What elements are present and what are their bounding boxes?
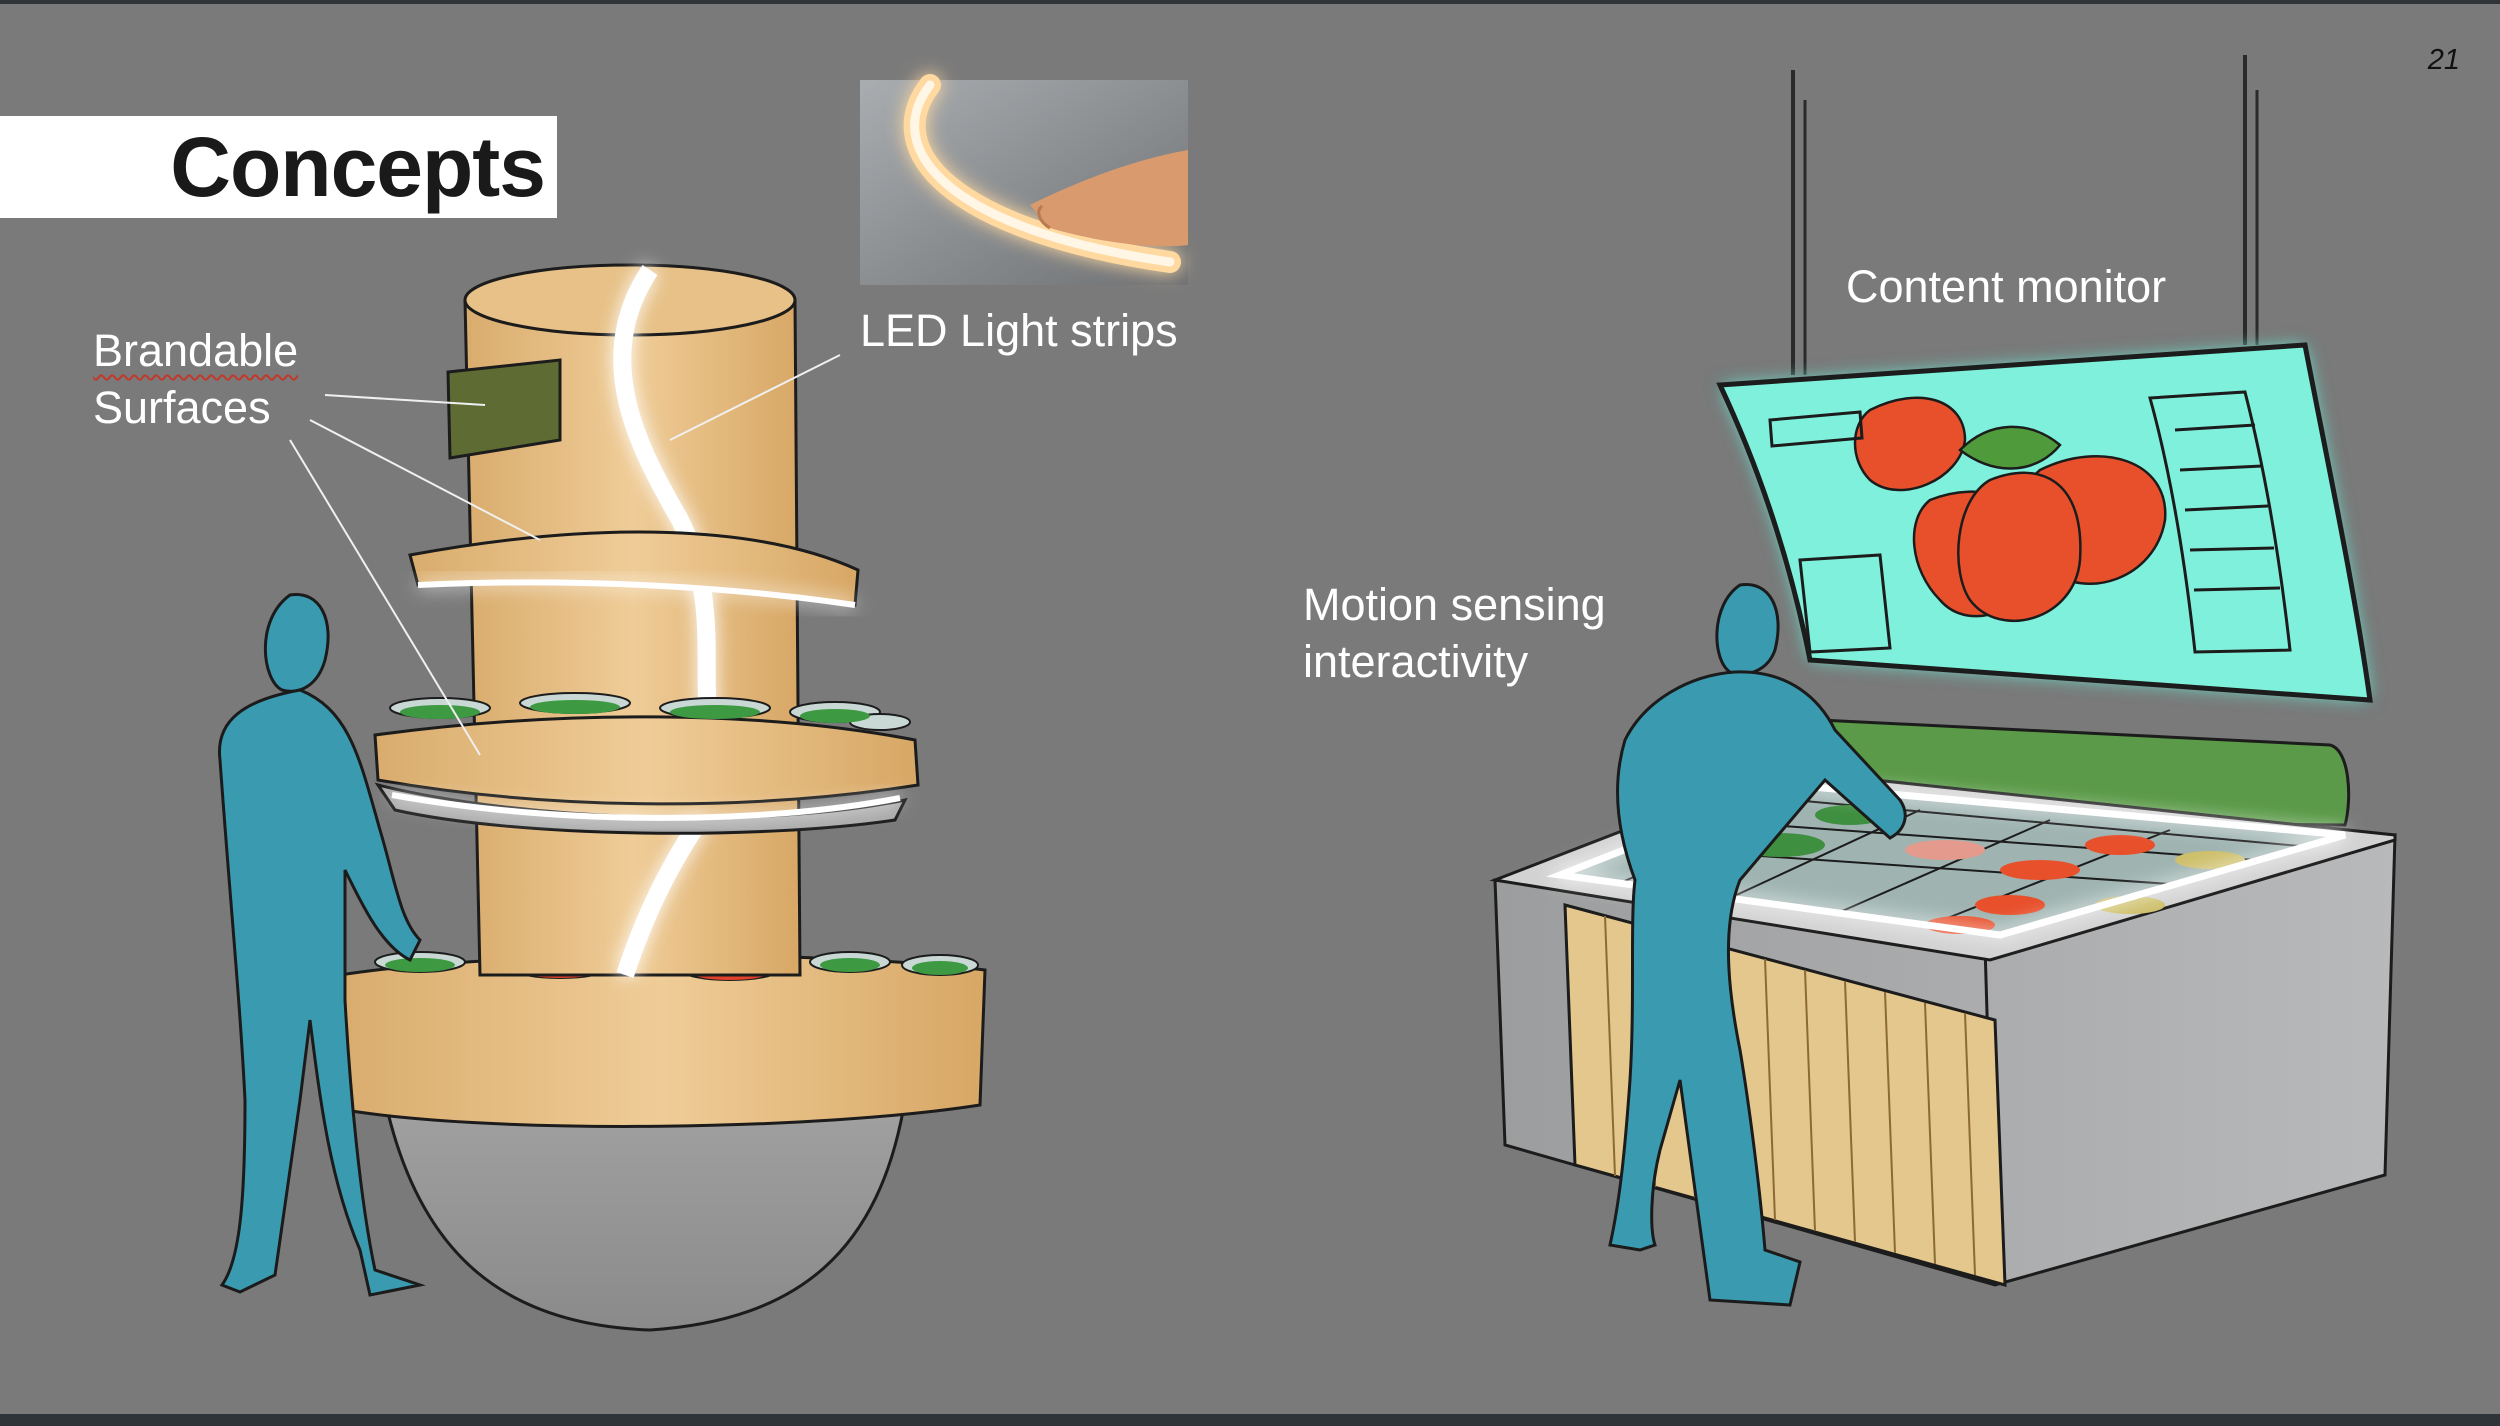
bottom-bar (0, 1414, 2500, 1426)
page-title: Concepts (170, 120, 546, 214)
brandable-surfaces-label: Brandable Surfaces (93, 322, 298, 436)
person-at-cooler-icon (1608, 582, 1907, 1307)
motion-label-line2: interactivity (1303, 636, 1529, 687)
led-strip-photo (860, 74, 1188, 285)
motion-label-line1: Motion sensing (1303, 579, 1606, 630)
top-bar (0, 0, 2500, 4)
person-at-tower-icon (217, 592, 426, 1297)
content-monitor-label: Content monitor (1846, 261, 2167, 312)
motion-sensing-label: Motion sensing interactivity (1303, 576, 1606, 690)
title-box: Concepts (0, 116, 557, 218)
produce-tower-sketch (338, 263, 987, 1332)
led-light-strips-label: LED Light strips (860, 305, 1178, 356)
brandable-label-line2: Surfaces (93, 382, 271, 433)
leader-lines-left (289, 354, 841, 756)
brandable-label-line1: Brandable (93, 325, 299, 376)
page-number: 21 (2427, 44, 2460, 76)
